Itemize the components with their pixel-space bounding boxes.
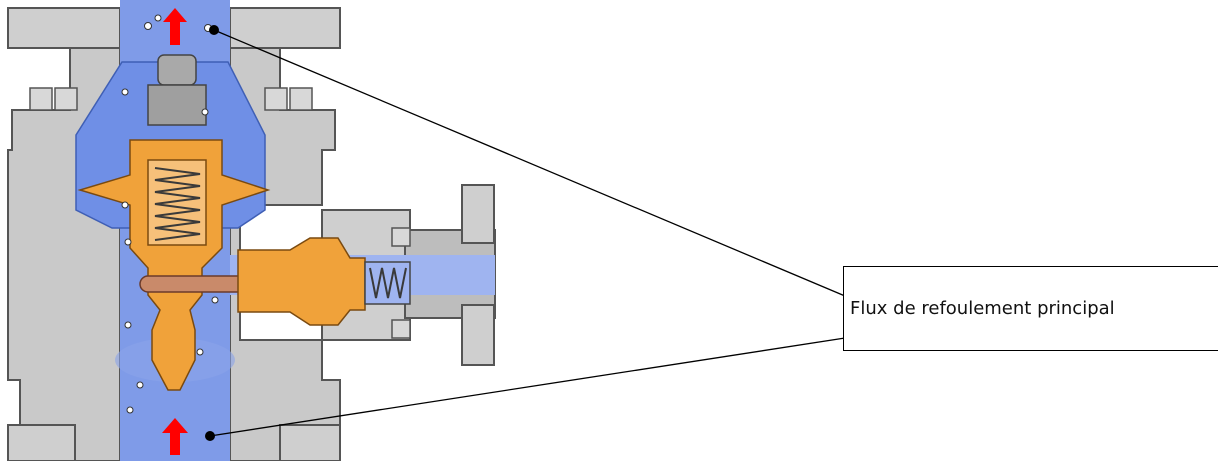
bubble	[211, 296, 219, 304]
bolt-right-2	[289, 87, 313, 111]
bubble	[124, 321, 132, 329]
callout-label: Flux de refoulement principal	[850, 298, 1115, 319]
bubble	[124, 238, 132, 246]
bubble	[154, 14, 162, 22]
bubble	[136, 381, 144, 389]
bubble	[201, 108, 209, 116]
leader-dot-top	[209, 25, 219, 35]
bubble	[121, 88, 129, 96]
bolt-right-1	[264, 87, 288, 111]
bubble	[196, 348, 204, 356]
callout-leaders	[205, 25, 846, 441]
bolt-left-2	[54, 87, 78, 111]
leader-dot-bottom	[205, 431, 215, 441]
bubble	[121, 201, 129, 209]
top-left-flange	[7, 7, 121, 49]
flow-arrows	[162, 8, 188, 455]
outlet-flange-top	[461, 184, 495, 244]
outlet-flange-bottom	[461, 304, 495, 366]
stem-cap	[157, 54, 197, 86]
leader-line-top	[213, 29, 846, 297]
valve-body	[7, 7, 496, 461]
stem-neck	[147, 84, 207, 126]
outlet-bolt-top	[391, 227, 411, 247]
outlet-bolt-bottom	[391, 319, 411, 339]
flow-arrow-bottom	[162, 418, 188, 455]
outlet-check-valve	[237, 237, 366, 326]
outlet-spring-coil	[369, 267, 407, 299]
bubble	[144, 22, 152, 30]
spring-coil	[154, 167, 201, 241]
callout-box: Flux de refoulement principal	[843, 266, 1218, 351]
bolt-left-1	[29, 87, 53, 111]
flow-arrow-top	[163, 8, 187, 45]
bubble	[126, 406, 134, 414]
top-right-flange	[229, 7, 341, 49]
leader-line-bottom	[209, 337, 846, 437]
